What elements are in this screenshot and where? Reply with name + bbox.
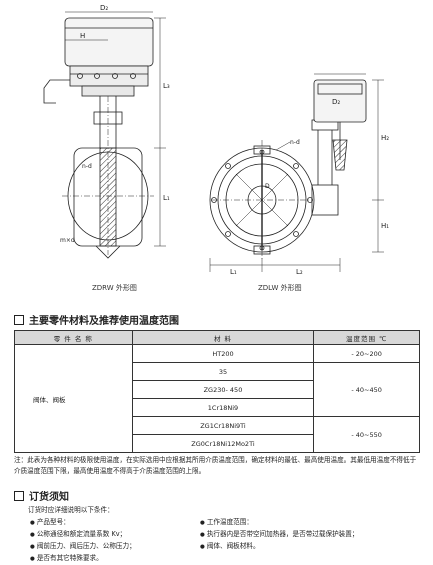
table-row: ZG0Cr18Ni12Mo2Ti	[15, 434, 420, 453]
material-cell: ZG230- 450	[131, 380, 315, 399]
zdrw-label-mxd: m×d	[60, 237, 75, 244]
zdrw-drawing	[43, 11, 166, 259]
part-name-cell: 阀体、阀板	[14, 344, 133, 453]
material-cell: ZG1Cr18Ni9Ti	[131, 416, 315, 435]
materials-table: 零 件 名 称 材 料 温度范围 ℃ 阀体、阀板 HT200 - 20~200 …	[14, 330, 420, 453]
order-list-right: 工作温度范围： 执行器内是否带空间加热器，是否带过载保护装置； 阀体、阀板材料。	[200, 517, 359, 553]
table-header-row: 零 件 名 称 材 料 温度范围 ℃	[14, 330, 420, 345]
list-item: 公称通径和额定流量系数 Kv；	[30, 529, 136, 541]
zdlw-label-nd: n-d	[290, 139, 300, 146]
temp-cell: - 20~200	[313, 344, 420, 363]
header-part-name: 零 件 名 称	[14, 330, 133, 345]
order-intro: 订货时应详细说明以下条件：	[28, 506, 114, 514]
order-section-title: 订货须知	[14, 488, 69, 503]
zdlw-caption: ZDLW 外形图	[258, 284, 302, 292]
valve-drawings: D₂ H L₃ L₁ m×d n-d	[43, 4, 389, 276]
zdlw-label-h2: H₂	[381, 134, 389, 142]
checkbox-square-icon	[14, 314, 24, 325]
table-row: ZG1Cr18Ni9Ti - 40~550	[15, 416, 420, 453]
list-item: 阀体、阀板材料。	[200, 541, 358, 553]
temp-cell: - 40~550	[313, 416, 420, 453]
zdrw-label-l3: L₃	[163, 82, 170, 90]
list-item: 执行器内是否带空间加热器，是否带过载保护装置；	[200, 529, 359, 541]
material-cell: 1Cr18Ni9	[131, 398, 315, 417]
material-cell: ZG0Cr18Ni12Mo2Ti	[131, 434, 315, 453]
zdrw-label-nd: n-d	[82, 163, 92, 170]
table-row: 阀体、阀板 HT200 - 20~200	[14, 344, 420, 453]
list-item: 工作温度范围：	[200, 517, 358, 529]
checkbox-square-icon	[14, 490, 24, 501]
order-list-left: 产品型号： 公称通径和额定流量系数 Kv； 阀前压力、阀后压力、公称压力； 是否…	[30, 517, 136, 565]
zdlw-label-d2: D₂	[332, 98, 340, 106]
zdlw-label-l1: L₁	[230, 268, 237, 276]
materials-section-title: 主要零件材料及推荐使用温度范围	[14, 312, 179, 327]
list-item: 是否有其它特殊要求。	[30, 553, 136, 565]
zdrw-label-h: H	[80, 32, 85, 40]
material-cell: 35	[131, 362, 315, 381]
material-cell: HT200	[131, 344, 315, 363]
list-item: 产品型号：	[30, 517, 136, 529]
zdlw-label-h1: H₁	[381, 222, 389, 230]
zdrw-caption: ZDRW 外形图	[92, 284, 137, 292]
materials-note: 注：此表为各种材料的极限使用温度，在实际选用中应根据其所用介质温度范围，确定材料…	[14, 456, 417, 475]
zdrw-label-l1: L₁	[163, 194, 170, 202]
temp-cell: - 40~450	[313, 362, 420, 417]
zdlw-label-d: D	[265, 183, 270, 190]
list-item: 阀前压力、阀后压力、公称压力；	[30, 541, 136, 553]
header-temp-range: 温度范围 ℃	[313, 330, 420, 345]
header-material: 材 料	[131, 330, 315, 345]
zdlw-label-l2: L₂	[296, 268, 303, 276]
zdrw-label-d2: D₂	[100, 4, 108, 12]
zdlw-drawing	[209, 73, 384, 272]
